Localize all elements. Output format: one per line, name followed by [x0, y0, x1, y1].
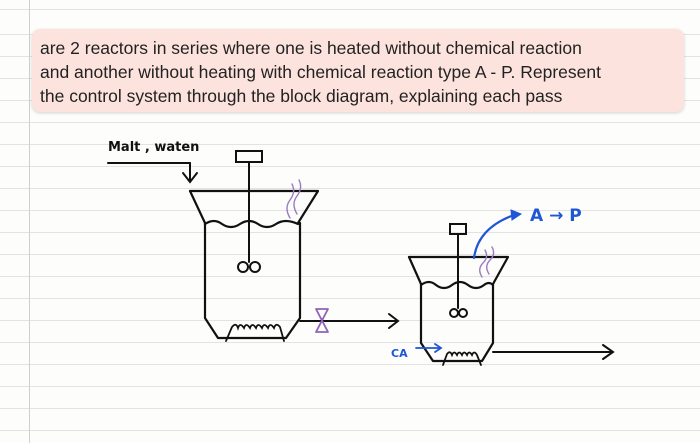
reactor-2-coil: [442, 351, 482, 366]
reactor-2-rim: [407, 255, 510, 286]
problem-note-box: [32, 29, 684, 112]
vapor-2-icon: [479, 246, 495, 278]
reactor-2-vessel: [419, 282, 495, 363]
reactor-2-agitator: [449, 223, 468, 318]
reaction-label: A → P: [530, 206, 582, 226]
outlet-line: [492, 344, 615, 360]
problem-line-3: the control system through the block dia…: [40, 86, 563, 106]
feed-label: Malt , waten: [108, 140, 199, 155]
reactor-1-heating-coil: [225, 323, 285, 342]
reactor-1-impeller: [237, 261, 249, 273]
reactor-1-motor: [235, 150, 263, 163]
problem-statement: are 2 reactors in series where one is he…: [40, 36, 680, 108]
reactor-1-liquid-level: [203, 219, 300, 229]
concentration-label: CA: [391, 347, 408, 360]
reactor-1-rim: [188, 189, 320, 225]
reactor-2-motor: [449, 223, 467, 235]
transfer-line: [299, 313, 400, 329]
vapor-1-icon: [286, 179, 302, 219]
reactor-2: [407, 255, 510, 363]
reactor-1: [188, 189, 320, 340]
reactor-1-agitator: [235, 150, 263, 273]
reaction-arrow: [472, 209, 523, 260]
valve-icon: [315, 308, 329, 333]
reactor-2-impeller: [449, 308, 459, 318]
concentration-arrow: [415, 343, 443, 353]
reactor-2-liquid-level: [419, 280, 495, 290]
reactor-1-vessel: [203, 221, 302, 340]
problem-line-2: and another without heating with chemica…: [40, 62, 601, 82]
feed-arrow: [107, 162, 198, 184]
margin-line: [29, 0, 30, 443]
problem-line-1: are 2 reactors in series where one is he…: [40, 38, 582, 58]
